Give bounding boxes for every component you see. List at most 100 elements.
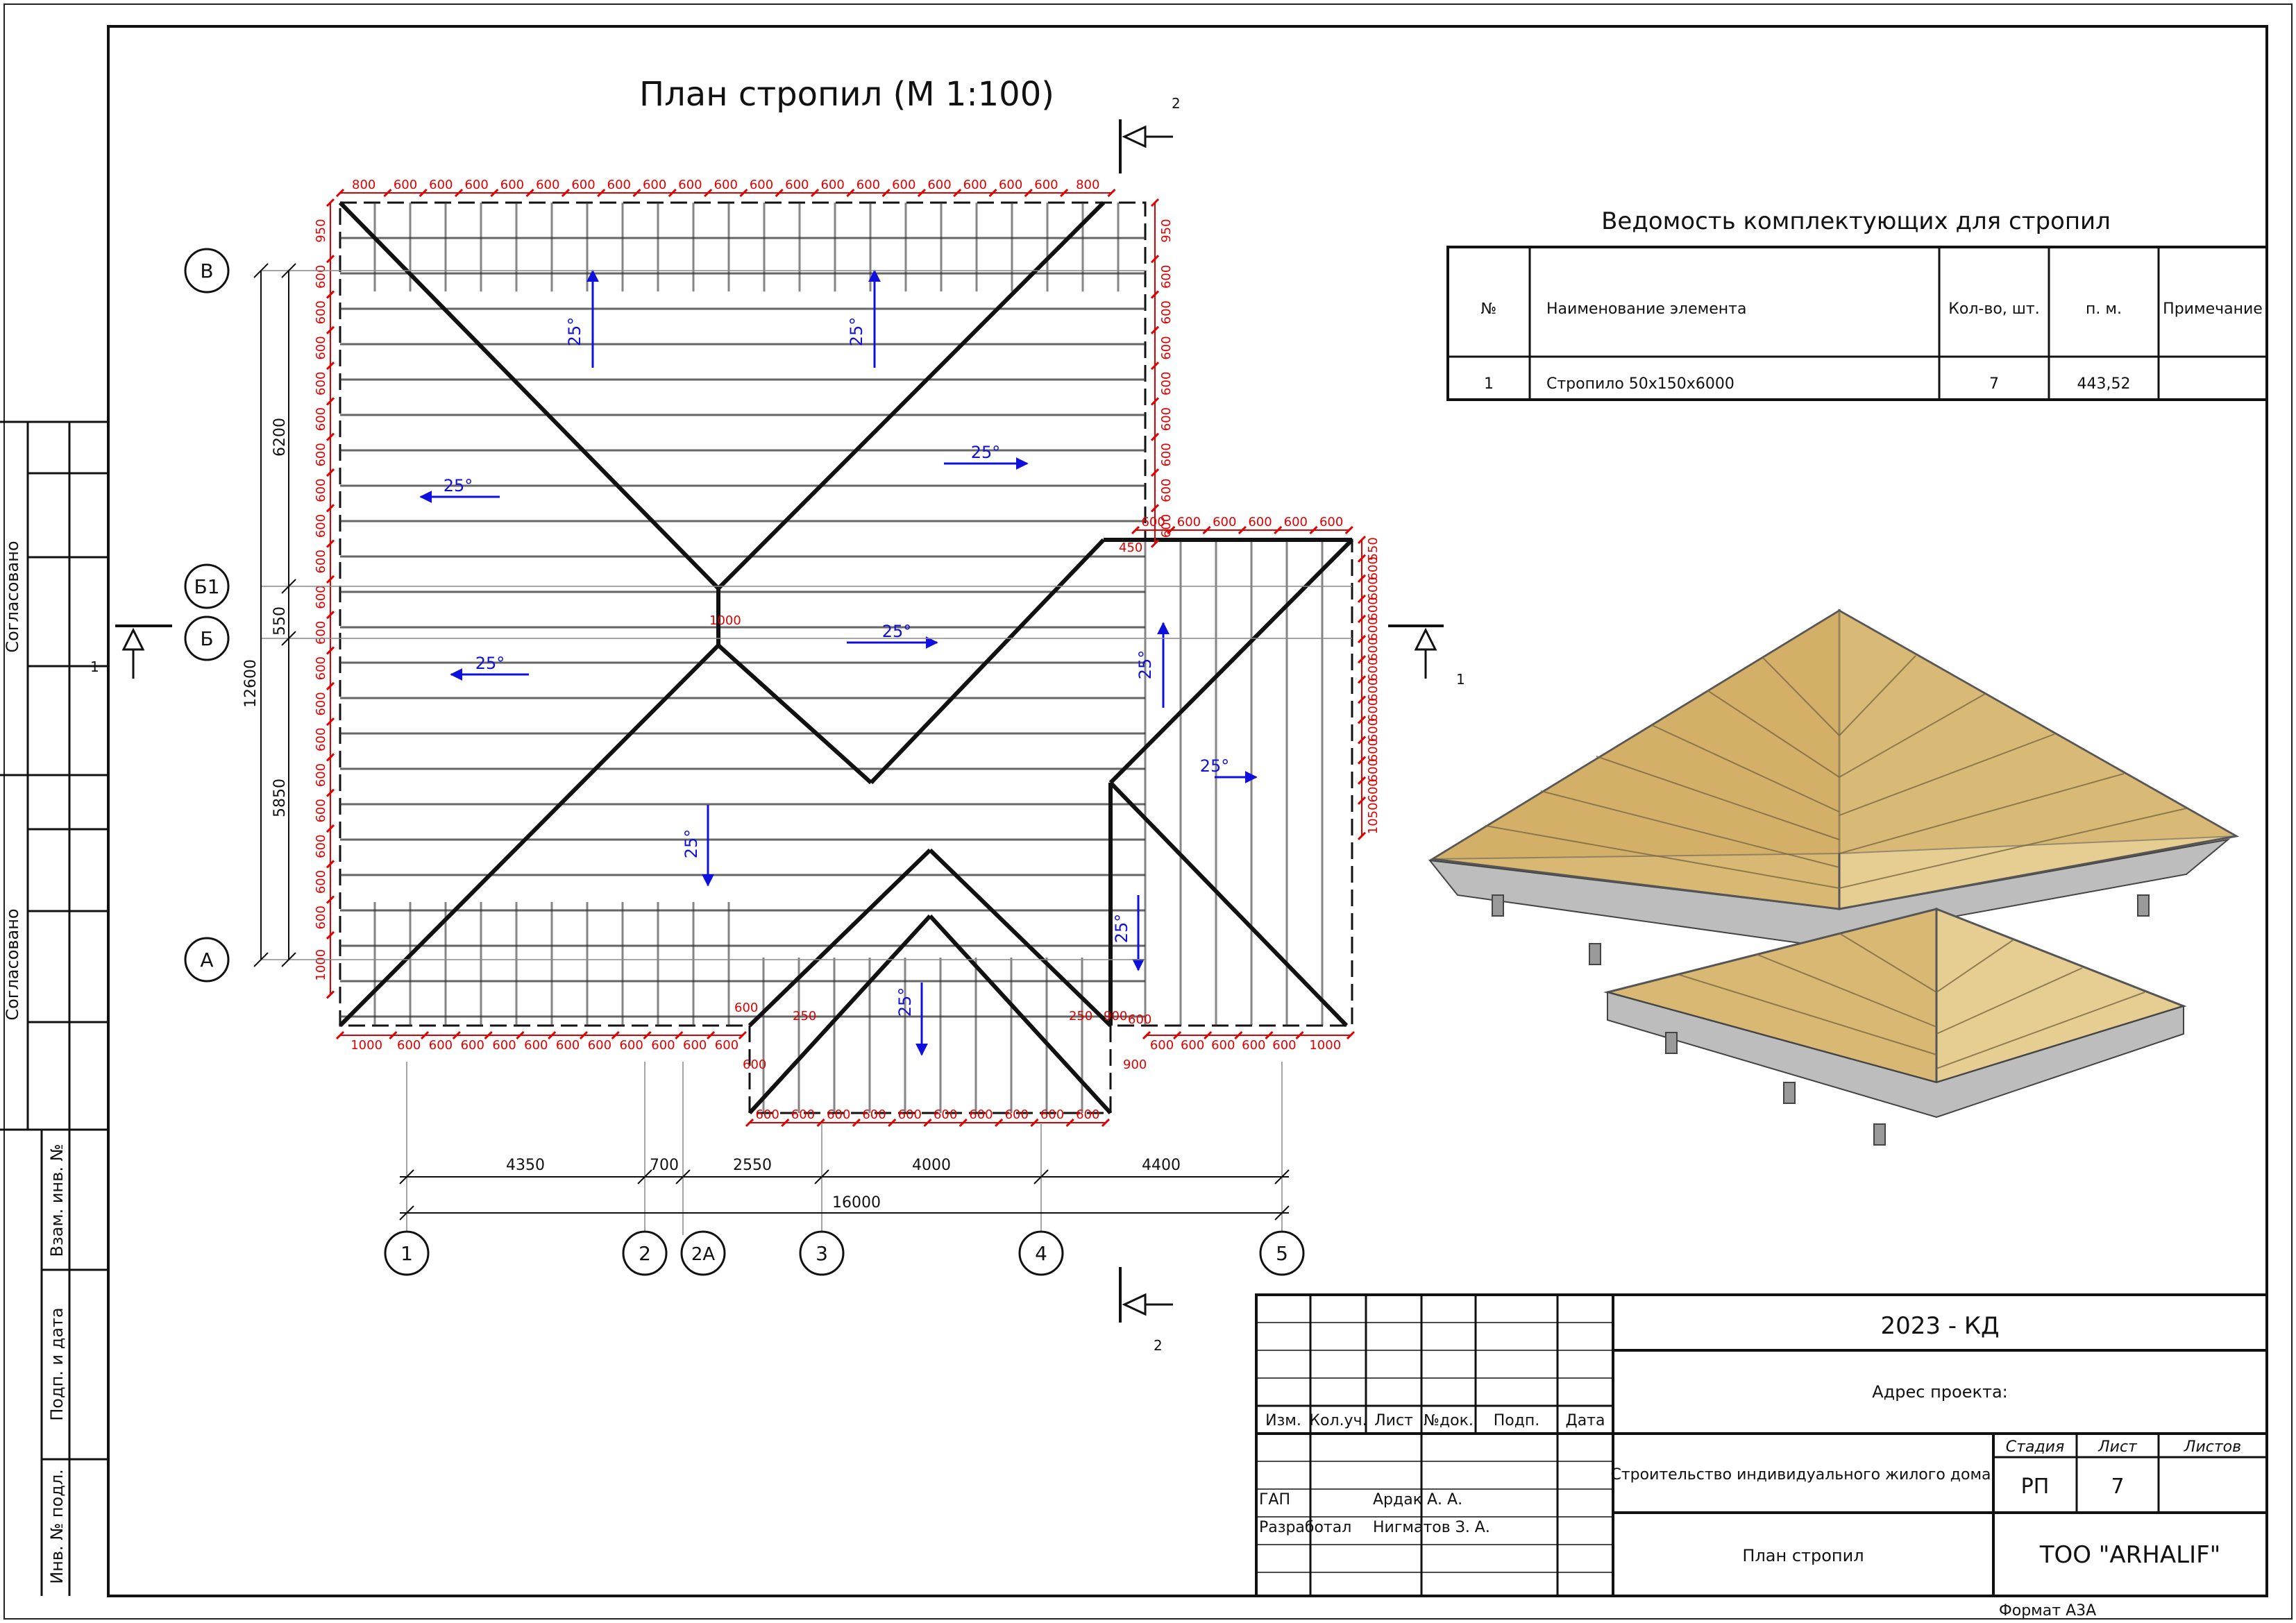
side-stamp-panel [0,420,108,1596]
dim-2550: 2550 [733,1157,772,1174]
top-spacing-tick [810,188,820,198]
top-spacing-tick [988,188,997,198]
bottom-mid-spacing-label: 600 [862,1107,886,1122]
right-top-spacing-label: 600 [1159,336,1174,359]
bottom-mid-spacing-tick [959,1118,968,1128]
bottom-mid-spacing-tick [923,1118,932,1128]
bottom-dim-chain [399,1169,1290,1221]
bottom-right-spacing-tick [1204,1030,1213,1040]
bottom-mid-spacing-tick [995,1118,1004,1128]
dim-4000: 4000 [912,1157,951,1174]
drawing-title: План стропил (М 1:100) [639,75,1054,114]
inv-orig-label: Инв. № подл. [47,1469,67,1584]
bottom-left-spacing-label: 600 [397,1038,421,1053]
left-spacing-tick [326,468,335,477]
left-spacing-label: 600 [314,407,328,431]
left-spacing-tick [326,753,335,762]
top-spacing-label: 600 [892,178,915,192]
tb-name-gap: Ардак А. А. [1373,1491,1462,1509]
slope-label: 25° [1200,756,1230,776]
bottom-right-spacing-label: 600 [1181,1038,1204,1053]
top-spacing-tick [454,188,464,198]
top-spacing-label: 600 [963,178,987,192]
right-wing-spacing-tick [1357,796,1367,805]
bottom-mid-spacing-tick [1065,1118,1074,1128]
bottom-left-spacing-label: 600 [556,1038,580,1053]
right-top-spacing-tick [1150,290,1160,299]
tb-company: ТОО "ARHALIF" [2039,1541,2221,1569]
top-spacing-label: 600 [820,178,844,192]
tb-col-podp: Подп. [1494,1412,1540,1429]
right-top-spacing-tick [1150,468,1160,477]
bottom-left-spacing-label: 1000 [351,1038,382,1053]
top-spacing-label: 600 [856,178,880,192]
section-label-top: 2 [1172,95,1181,112]
tb-sheets-label: Листов [2184,1438,2241,1456]
hip-lines [338,201,1354,1115]
bottom-left-spacing-label: 600 [524,1038,548,1053]
wing-top-spacing-label: 600 [1319,515,1343,529]
top-spacing-label: 600 [464,178,488,192]
bottom-left-spacing-label: 600 [429,1038,453,1053]
right-wing-spacing-tick [1357,594,1367,603]
bottom-mid-spacing-label: 600 [1005,1107,1029,1122]
right-wing-spacing-tick [1357,715,1367,724]
dim-5850: 5850 [271,779,289,817]
axis-label-A: А [200,949,213,971]
top-spacing-label: 600 [500,178,524,192]
top-spacing-label: 600 [678,178,702,192]
left-spacing-tick [326,895,335,904]
bottom-left-spacing-label: 600 [619,1038,643,1053]
bottom-mid-spacing-label: 600 [969,1107,993,1122]
top-spacing-label: 600 [571,178,595,192]
left-spacing-tick [326,788,335,797]
roof-3d-view [1428,609,2240,1146]
spec-table [1446,246,2268,401]
right-wing-spacing-tick [1357,554,1367,563]
section-label-right: 1 [1456,671,1465,688]
top-spacing-tick [1107,188,1116,198]
roof-3d-rafter-lines [1485,655,2187,1069]
section-marker-left [115,624,172,679]
axis-bubble-2 [622,1230,668,1276]
dim-16000: 16000 [832,1194,881,1212]
right-top-spacing-label: 600 [1159,372,1174,396]
section-marker-right [1388,624,1444,679]
left-spacing-tick [326,646,335,655]
tb-col-izm: Изм. [1265,1412,1301,1429]
bottom-mid-spacing-label: 600 [827,1107,850,1122]
spec-cell-qty: 7 [1989,375,1999,393]
tb-stage-label: Стадия [2006,1438,2064,1456]
axis-bubble-B1 [184,563,230,609]
top-spacing-tick [668,188,677,198]
right-wing-spacing-tick [1357,635,1367,644]
left-spacing-label: 600 [314,906,328,929]
axis-label-3: 3 [816,1242,828,1265]
bottom-mid-spacing-tick [1030,1118,1039,1128]
slope-arrows: 25°25°25°25°25°25°25°25°25°25°25° [419,269,1258,1056]
top-spacing-tick [953,188,962,198]
left-spacing-label: 600 [314,799,328,822]
top-spacing-label: 600 [999,178,1022,192]
bottom-right-spacing-tick [1295,1030,1304,1040]
left-spacing-tick [326,325,335,334]
right-wing-spacing-label: 1050 [1366,802,1381,834]
outer-border [3,3,2293,1620]
right-wing-spacing-tick [1357,831,1367,840]
left-spacing-tick [326,539,335,548]
top-spacing-label: 600 [927,178,951,192]
wing-top-spacing-label: 600 [1248,515,1272,529]
wing-top-spacing-tick [1202,525,1211,535]
slope-label: 25° [1136,650,1155,680]
axis-bubble-V [184,248,230,294]
bottom-right-spacing-tick [1265,1030,1274,1040]
right-top-spacing-tick [1150,504,1160,513]
misc-dim-label: 600 [743,1057,766,1072]
bottom-mid-spacing-label: 600 [791,1107,815,1122]
right-wing-spacing-tick [1357,574,1367,583]
right-wing-spacing-label: 600 [1366,556,1381,580]
bottom-left-spacing-tick [611,1030,620,1040]
tb-sheet-name: План стропил [1742,1546,1864,1565]
bottom-left-spacing-label: 600 [461,1038,484,1053]
right-wing-spacing-label: 600 [1366,698,1381,722]
